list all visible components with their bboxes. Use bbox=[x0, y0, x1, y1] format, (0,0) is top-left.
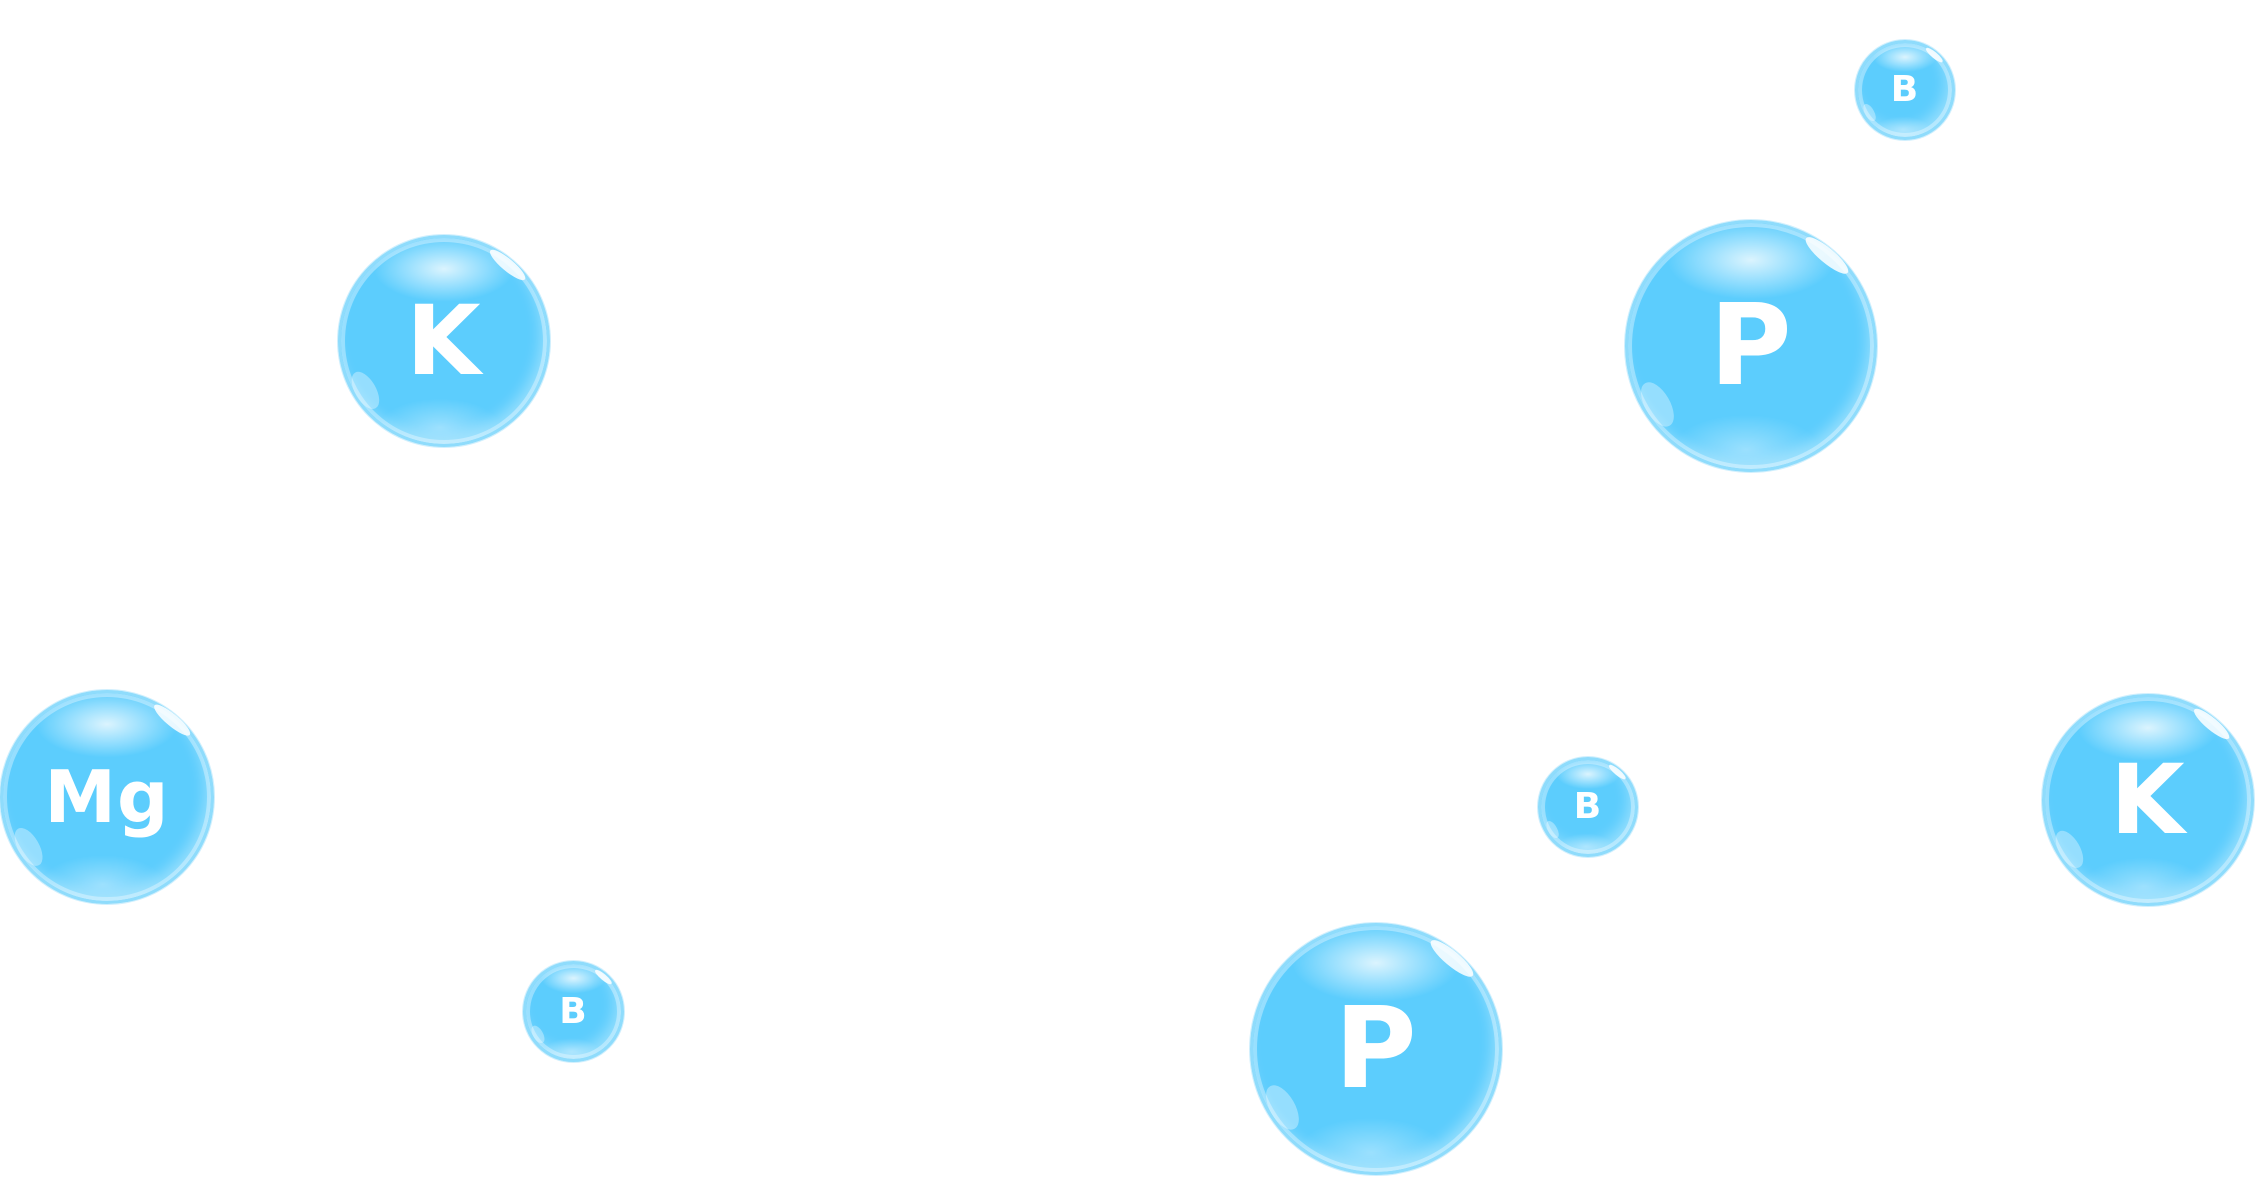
element-bubble-b: B bbox=[1538, 757, 1638, 857]
element-bubble-k: K bbox=[2042, 694, 2254, 906]
element-bubble-label: B bbox=[1890, 69, 1920, 110]
element-bubble-p: P bbox=[1250, 923, 1502, 1175]
element-bubble-label: B bbox=[1573, 786, 1603, 827]
element-bubble-b: B bbox=[523, 961, 624, 1062]
element-bubble-mg: Mg bbox=[0, 690, 214, 904]
element-bubble-label: B bbox=[559, 990, 588, 1032]
element-bubble-label: Mg bbox=[44, 755, 170, 839]
element-bubble-label: P bbox=[1709, 281, 1793, 411]
element-bubble-k: K bbox=[338, 235, 550, 447]
element-bubble-p: P bbox=[1625, 220, 1877, 472]
element-bubble-label: K bbox=[2110, 744, 2186, 856]
element-bubble-b: B bbox=[1855, 40, 1955, 140]
element-bubble-label: K bbox=[406, 285, 482, 397]
element-bubble-label: P bbox=[1334, 984, 1418, 1114]
